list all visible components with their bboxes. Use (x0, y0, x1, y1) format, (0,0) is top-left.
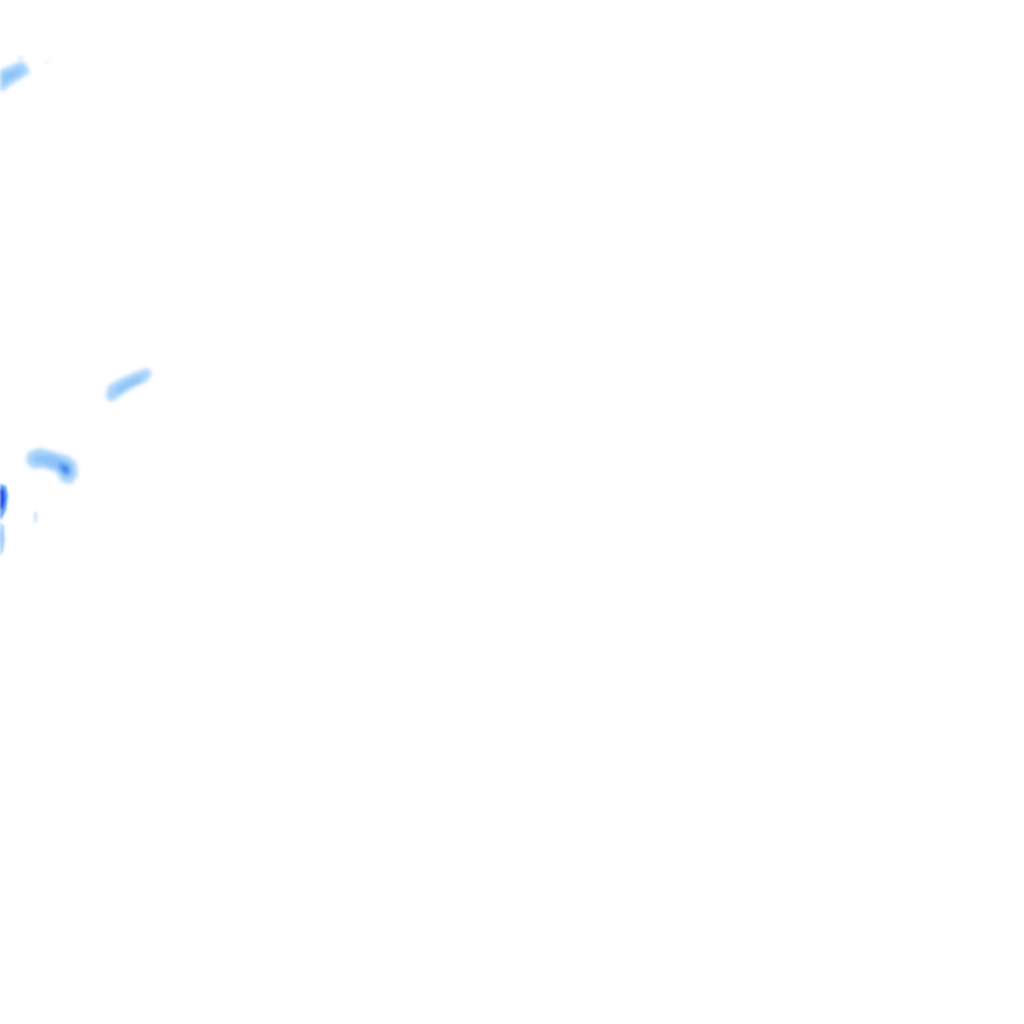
echo-cluster-left (26, 448, 78, 484)
echo-edge-left (0, 484, 8, 556)
echo-speck (34, 512, 37, 522)
echo-top-left (0, 56, 50, 92)
echo-mid-streak (106, 368, 152, 402)
